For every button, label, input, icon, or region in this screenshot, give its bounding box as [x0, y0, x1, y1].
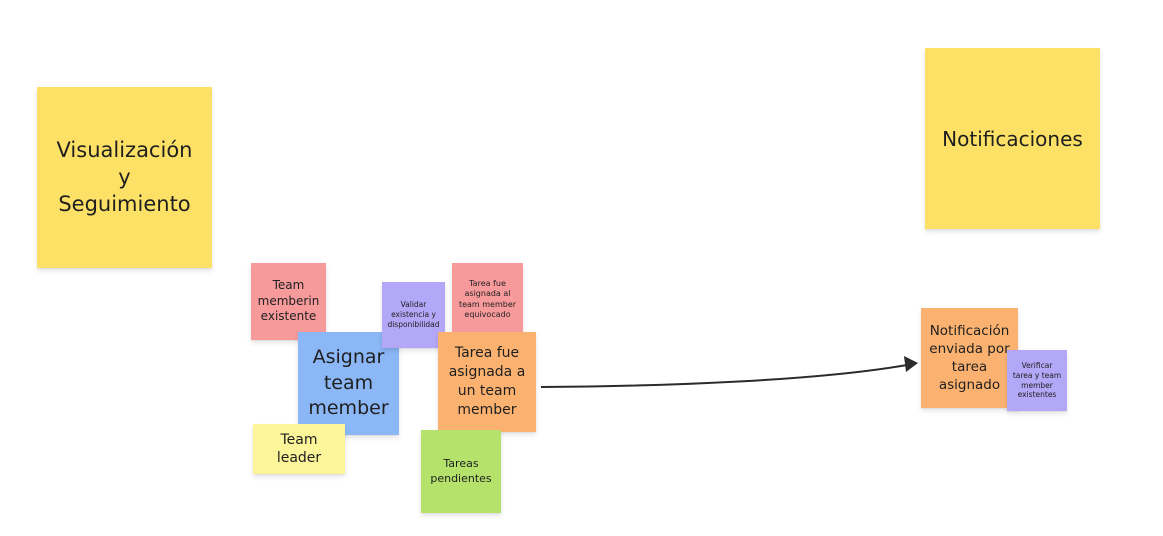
- sticky-note-tarea-equivocado[interactable]: Tarea fue asignada al team member equivo…: [452, 263, 523, 336]
- sticky-note-team-member-existente[interactable]: Team memberin existente: [251, 263, 326, 340]
- sticky-note-text: Asignar team member: [308, 346, 389, 420]
- connector-line[interactable]: [540, 364, 908, 388]
- sticky-note-text: Visualización y Seguimiento: [56, 137, 193, 217]
- sticky-note-team-leader[interactable]: Team leader: [253, 424, 345, 474]
- sticky-note-visualizacion[interactable]: Visualización y Seguimiento: [37, 87, 212, 268]
- sticky-note-text: Team memberin existente: [257, 278, 320, 324]
- sticky-note-validar[interactable]: Validar existencia y disponibilidad: [382, 282, 445, 348]
- sticky-note-text: Verificar tarea y team member existentes: [1012, 361, 1062, 400]
- arrowhead-icon: [904, 356, 918, 372]
- sticky-note-text: Tarea fue asignada al team member equivo…: [458, 278, 517, 319]
- sticky-note-text: Notificación enviada por tarea asignado: [929, 322, 1010, 394]
- sticky-note-verificar[interactable]: Verificar tarea y team member existentes: [1007, 350, 1067, 411]
- sticky-note-text: Validar existencia y disponibilidad: [387, 300, 440, 329]
- sticky-note-text: Team leader: [276, 431, 322, 466]
- sticky-note-text: Notificaciones: [942, 126, 1083, 151]
- sticky-note-notificacion-enviada[interactable]: Notificación enviada por tarea asignado: [921, 308, 1018, 408]
- sticky-note-tarea-asignada[interactable]: Tarea fue asignada a un team member: [438, 332, 536, 432]
- sticky-note-asignar-team-member[interactable]: Asignar team member: [298, 332, 399, 435]
- sticky-note-notificaciones[interactable]: Notificaciones: [925, 48, 1100, 229]
- sticky-note-tareas-pendientes[interactable]: Tareas pendientes: [421, 430, 501, 513]
- sticky-note-text: Tareas pendientes: [430, 457, 492, 485]
- sticky-note-text: Tarea fue asignada a un team member: [448, 345, 526, 418]
